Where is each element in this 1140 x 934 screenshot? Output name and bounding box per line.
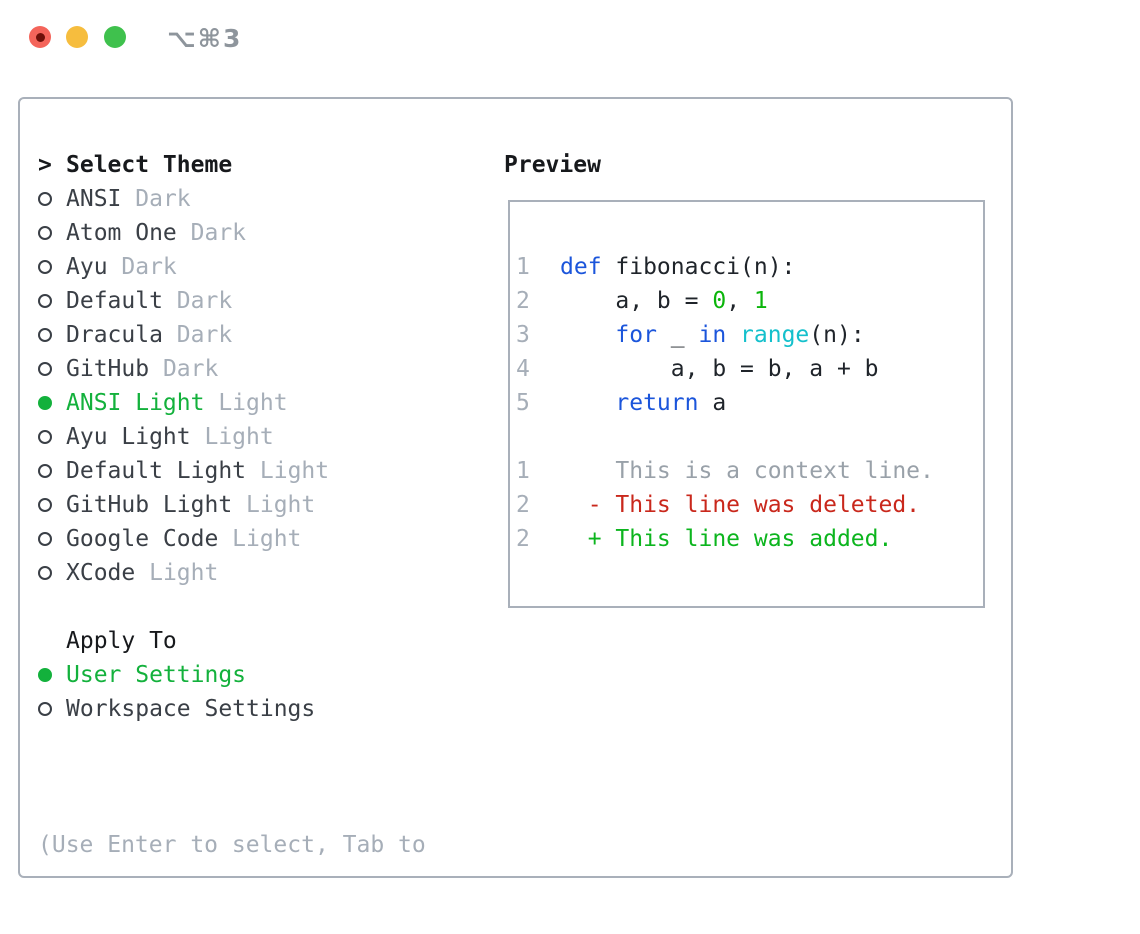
theme-variant: Light (218, 390, 288, 416)
diff-line-context: 1 This is a context line. (510, 454, 983, 488)
apply-to-option[interactable]: User Settings (38, 658, 315, 692)
apply-to-title-label: Apply To (66, 628, 177, 654)
radio-unselected-icon (38, 430, 66, 444)
theme-name: Atom One Dark (66, 220, 247, 246)
line-number: 3 (516, 322, 530, 348)
maximize-button[interactable] (104, 26, 126, 48)
code-line: 3 for _ in range(n): (516, 322, 865, 348)
theme-variant: Light (232, 526, 302, 552)
theme-name: Dracula Dark (66, 322, 233, 348)
line-number: 2 (516, 492, 530, 518)
theme-option[interactable]: Default Dark (38, 284, 329, 318)
diff-text: - This line was deleted. (560, 492, 921, 518)
theme-option[interactable]: Default Light Light (38, 454, 329, 488)
radio-unselected-icon (38, 702, 66, 716)
diff-line-added: 2 + This line was added. (510, 522, 983, 556)
radio-unselected-icon (38, 532, 66, 546)
code-line: 2 a, b = 0, 1 (516, 288, 768, 314)
theme-name: GitHub Light Light (66, 492, 316, 518)
theme-variant: Dark (176, 288, 233, 314)
theme-option[interactable]: Ayu Dark (38, 250, 329, 284)
theme-option[interactable]: GitHub Light Light (38, 488, 329, 522)
theme-list-title-label: Select Theme (66, 152, 233, 178)
hint-line-2: change focus) (38, 930, 426, 934)
preview-title: Preview (504, 152, 601, 178)
theme-name: Google Code Light (66, 526, 302, 552)
radio-unselected-icon (38, 328, 66, 342)
radio-selected-icon (38, 668, 66, 682)
theme-variant: Light (149, 560, 219, 586)
diff-text: This is a context line. (560, 458, 934, 484)
line-number: 4 (516, 356, 530, 382)
theme-option[interactable]: ANSI Light Light (38, 386, 329, 420)
window-title: ⌥⌘3 (167, 24, 243, 53)
theme-name: Default Dark (66, 288, 233, 314)
line-number: 2 (516, 526, 530, 552)
line-number: 1 (516, 254, 530, 280)
theme-variant: Dark (121, 254, 177, 280)
theme-name: XCode Light (66, 560, 219, 586)
hint-text: (Use Enter to select, Tab to change focu… (38, 760, 426, 934)
radio-unselected-icon (38, 498, 66, 512)
theme-name: ANSI Light Light (66, 390, 288, 416)
theme-name: Ayu Light Light (66, 424, 274, 450)
radio-unselected-icon (38, 362, 66, 376)
theme-variant: Light (204, 424, 274, 450)
theme-variant: Dark (162, 356, 219, 382)
radio-unselected-icon (38, 226, 66, 240)
theme-option[interactable]: Ayu Light Light (38, 420, 329, 454)
theme-option[interactable]: Atom One Dark (38, 216, 329, 250)
theme-option[interactable]: ANSI Dark (38, 182, 329, 216)
radio-unselected-icon (38, 192, 66, 206)
diff-line-deleted: 2 - This line was deleted. (510, 488, 983, 522)
minimize-button[interactable] (66, 26, 88, 48)
theme-option[interactable]: GitHub Dark (38, 352, 329, 386)
record-dot-icon (35, 32, 45, 42)
line-number: 5 (516, 390, 530, 416)
theme-variant: Dark (135, 186, 191, 212)
hint-line-1: (Use Enter to select, Tab to (38, 832, 426, 858)
theme-variant: Light (259, 458, 330, 484)
line-number: 2 (516, 288, 530, 314)
theme-option[interactable]: XCode Light (38, 556, 329, 590)
apply-to-title: Apply To (38, 624, 315, 658)
close-button[interactable] (29, 26, 51, 48)
theme-variant: Dark (176, 322, 233, 348)
diff-text: + This line was added. (560, 526, 893, 552)
radio-unselected-icon (38, 566, 66, 580)
theme-name: Default Light Light (66, 458, 330, 484)
theme-variant: Light (246, 492, 316, 518)
code-line: 5 return a (516, 390, 727, 416)
apply-to-option[interactable]: Workspace Settings (38, 692, 315, 726)
theme-option[interactable]: Dracula Dark (38, 318, 329, 352)
theme-variant: Dark (190, 220, 247, 246)
radio-unselected-icon (38, 260, 66, 274)
apply-to-option-label: Workspace Settings (66, 696, 316, 722)
radio-unselected-icon (38, 294, 66, 308)
prompt-icon: > (38, 152, 52, 178)
theme-option[interactable]: Google Code Light (38, 522, 329, 556)
theme-name: Ayu Dark (66, 254, 177, 280)
radio-selected-icon (38, 396, 66, 410)
code-line: 4 a, b = b, a + b (516, 356, 879, 382)
radio-unselected-icon (38, 464, 66, 478)
code-gap (510, 420, 983, 454)
theme-list-title: > Select Theme (38, 148, 329, 182)
line-number: 1 (516, 458, 530, 484)
theme-name: ANSI Dark (66, 186, 191, 212)
theme-name: GitHub Dark (66, 356, 219, 382)
apply-to-option-label: User Settings (66, 662, 247, 688)
